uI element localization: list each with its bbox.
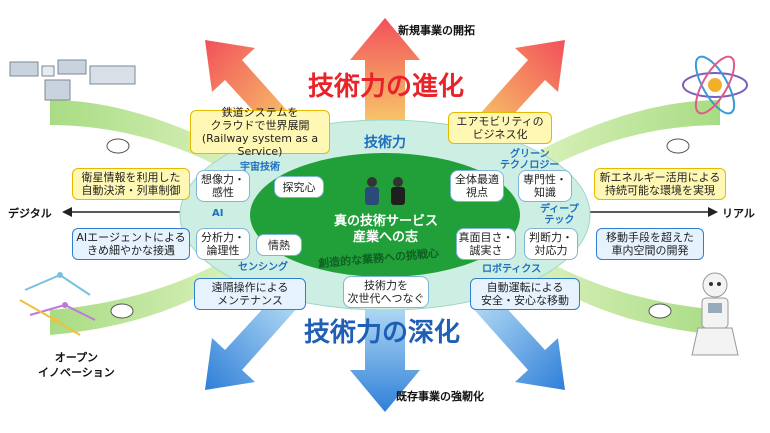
ring-term-ai: AI [212,208,224,219]
box-next-generation: 技術力を 次世代へつなぐ [343,276,429,308]
box-new-energy: 新エネルギー活用による 持続可能な環境を実現 [594,168,726,200]
ring-term-green: グリーン テクノロジー [500,149,560,171]
core-line2: 産業への志 [353,230,419,245]
skill-judgment: 判断力・ 対応力 [524,228,578,260]
satellite-icon [9,59,136,101]
axis-left-label: デジタル [8,207,52,220]
box-railway-cloud: 鉄道システムを クラウドで世界展開 (Railway system as a S… [190,106,330,158]
title-evolution: 技術力の進化 [308,72,465,102]
box-autonomous-driving: 自動運転による 安全・安心な移動 [470,278,580,310]
robot-icon [691,272,739,356]
skill-expertise: 専門性・ 知識 [518,170,572,202]
box-air-mobility: エアモビリティの ビジネス化 [448,112,552,144]
box-ai-agent: AIエージェントによる きめ細やかな接遇 [72,228,190,260]
box-mobility-space: 移動手段を超えた 車内空間の開発 [596,228,704,260]
atom-icon [682,55,748,115]
network-icon [19,272,96,336]
skill-analysis: 分析力・ 論理性 [196,228,250,260]
skill-imagination: 想像力・ 感性 [196,170,250,202]
axis-top-label: 新規事業の開拓 [398,24,475,37]
skill-passion: 情熱 [256,234,302,256]
ring-title: 技術力 [364,135,406,151]
skill-curiosity: 探究心 [274,176,324,198]
ring-term-sensing: センシング [238,262,288,273]
ring-term-deeptech: ディープ テック [540,204,579,226]
ring-term-robotics: ロボティクス [482,264,542,275]
axis-bottom-label: 既存事業の強靭化 [396,390,484,403]
green-arms [50,100,720,335]
open-innovation-label: オープン イノベーション [38,351,115,379]
ring-term-space: 宇宙技術 [240,162,280,173]
engineers-icon [365,177,405,205]
handshake-icon [106,138,690,319]
box-satellite: 衛星情報を利用した 自動決済・列車制御 [72,168,190,200]
skill-integrity: 真面目さ・ 誠実さ [456,228,516,260]
box-remote: 遠隔操作による メンテナンス [194,278,306,310]
axis-right-label: リアル [722,207,755,220]
core-line1: 真の技術サービス [334,214,439,229]
title-deepening: 技術力の深化 [304,318,461,348]
skill-optimization: 全体最適 視点 [450,170,504,202]
downward-arrows [205,290,565,412]
